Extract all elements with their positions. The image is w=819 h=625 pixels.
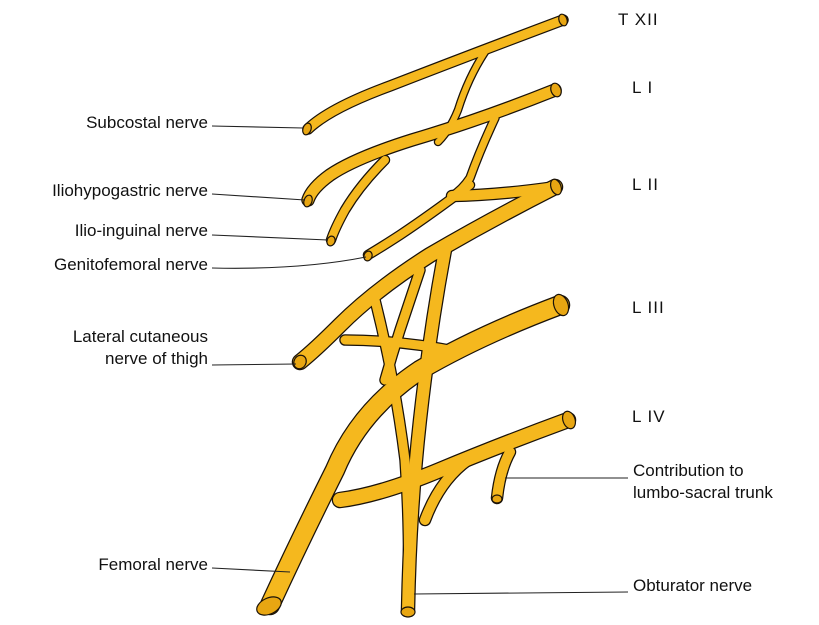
leader-obturator [414, 592, 628, 594]
cut-end-lumbosacral [492, 495, 502, 503]
level-label-l1: L I [632, 78, 653, 98]
label-obturator-nerve: Obturator nerve [633, 576, 752, 596]
leader-iliohypogastric [212, 194, 305, 200]
leader-subcostal [212, 126, 303, 128]
label-subcostal-nerve: Subcostal nerve [86, 113, 208, 133]
label-contribution-line2: lumbo-sacral trunk [633, 483, 773, 503]
level-label-l3: L III [632, 298, 665, 318]
label-ilio-inguinal-nerve: Ilio-inguinal nerve [75, 221, 208, 241]
leader-ilio-inguinal [212, 235, 328, 240]
level-label-t12: T XII [618, 10, 659, 30]
nerve-l4-trunk [340, 420, 568, 500]
cut-end-obturator [401, 607, 415, 617]
leader-lateral-cutaneous [212, 364, 296, 365]
label-iliohypogastric-nerve: Iliohypogastric nerve [52, 181, 208, 201]
label-lateral-cutaneous-line1: Lateral cutaneous [73, 327, 208, 347]
label-contribution-line1: Contribution to [633, 461, 744, 481]
label-lateral-cutaneous-line2: nerve of thigh [105, 349, 208, 369]
level-label-l4: L IV [632, 407, 666, 427]
label-genitofemoral-nerve: Genitofemoral nerve [54, 255, 208, 275]
label-femoral-nerve: Femoral nerve [98, 555, 208, 575]
leader-genitofemoral [212, 257, 366, 268]
level-label-l2: L II [632, 175, 659, 195]
